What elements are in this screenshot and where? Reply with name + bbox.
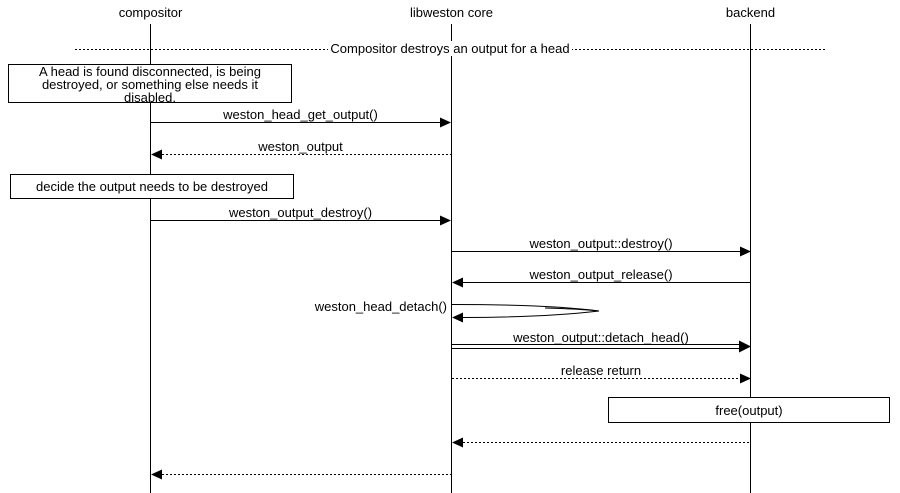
divider: Compositor destroys an output for a head (0, 41, 900, 57)
note-line: destroyed, or something else needs it (41, 77, 259, 92)
message-label-weston-output-release: weston_output_release() (529, 267, 673, 282)
arrowhead-left (452, 312, 463, 323)
selfloop-bottom-line (462, 310, 600, 318)
message-return-to-libweston (452, 437, 751, 448)
note-line: A head is found disconnected, is being (39, 64, 261, 79)
arrowhead-right (440, 117, 451, 128)
message-return-to-compositor (151, 469, 451, 480)
selfloop-top-line (451, 304, 600, 312)
note-decide-destroy: decide the output needs to be destroyed (10, 174, 294, 199)
message-label-weston-output-destroy: weston_output_destroy() (228, 205, 373, 220)
message-weston-output-destroy-vfunc (452, 246, 751, 257)
arrowhead-left (452, 277, 463, 288)
message-weston-output-return (151, 149, 451, 160)
message-release-return (452, 373, 751, 384)
message-weston-output-detach-head (452, 340, 751, 353)
note-head-disconnected: A head is found disconnected, is being d… (8, 64, 292, 103)
divider-label: Compositor destroys an output for a head (328, 41, 572, 56)
message-label-weston-head-detach: weston_head_detach() (314, 299, 447, 314)
arrowhead-right (739, 340, 751, 353)
message-weston-output-destroy (151, 215, 451, 226)
message-weston-output-release (452, 277, 751, 288)
note-line: decide the output needs to be destroyed (35, 179, 268, 194)
message-weston-head-detach-selfloop (451, 304, 600, 323)
participant-label-compositor: compositor (118, 5, 183, 20)
selfloop-tip-line (544, 307, 600, 312)
arrowhead-left (151, 149, 162, 160)
note-line: free(output) (715, 402, 783, 418)
message-label-release-return: release return (560, 363, 642, 378)
participant-label-backend: backend (725, 5, 776, 20)
arrowhead-left (452, 437, 463, 448)
arrowhead-left (151, 469, 162, 480)
note-line: disabled. (123, 90, 177, 103)
note-free-output: free(output) (608, 397, 890, 423)
arrowhead-right (740, 373, 751, 384)
message-weston-head-get-output (151, 117, 451, 128)
message-label-weston-output-return: weston_output (258, 139, 343, 154)
message-label-weston-output-destroy-vfunc: weston_output::destroy() (529, 236, 673, 251)
participant-label-libweston-core: libweston core (409, 5, 494, 20)
message-label-weston-output-detach-head: weston_output::detach_head() (513, 330, 689, 345)
arrowhead-right (740, 246, 751, 257)
arrowhead-right (440, 215, 451, 226)
message-label-weston-head-get-output: weston_head_get_output() (223, 107, 378, 122)
